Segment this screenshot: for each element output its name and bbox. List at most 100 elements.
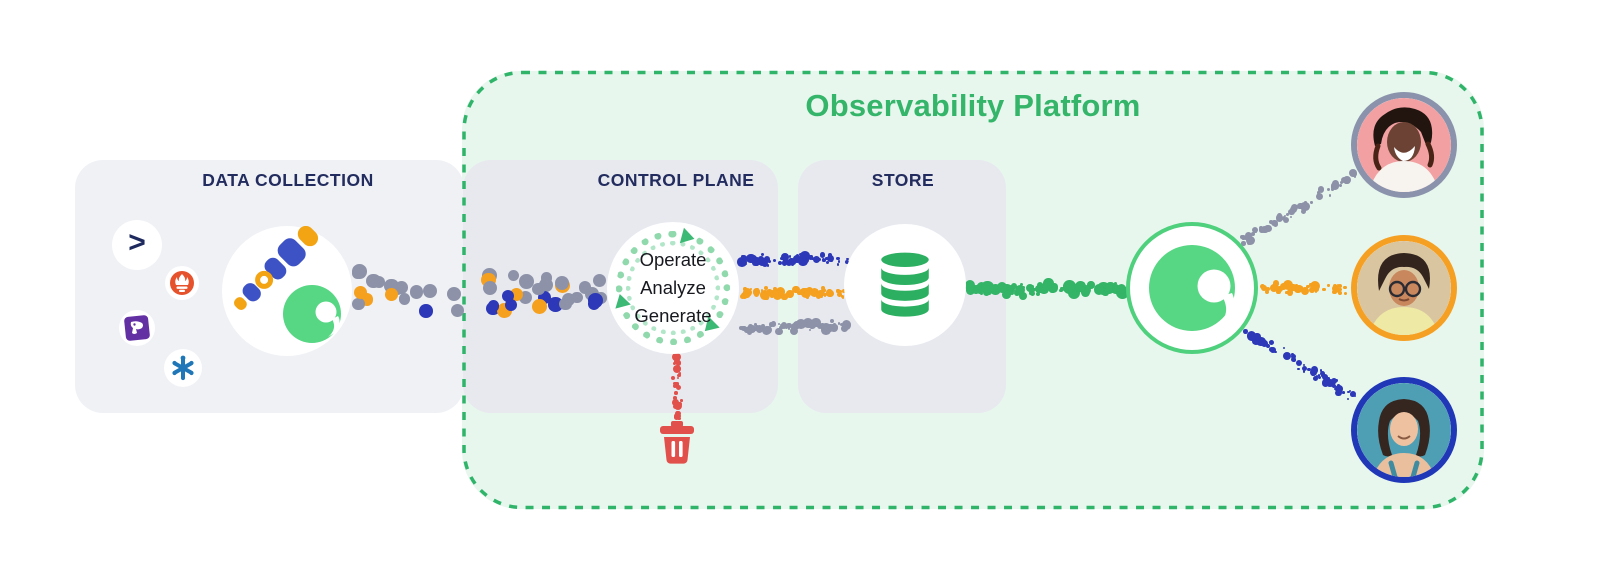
stream-dot [805, 294, 809, 297]
stream-dot [782, 294, 789, 300]
stream-dot [538, 277, 554, 293]
stream-dot [793, 327, 797, 330]
user-avatar-2 [1351, 235, 1457, 341]
stream-dot [791, 322, 799, 331]
stream-dot [1266, 344, 1269, 347]
stream-dot [779, 293, 783, 296]
stream-dot [1276, 289, 1281, 294]
stream-dot [761, 325, 772, 336]
stream-dot [764, 295, 770, 300]
stream-dot [1291, 353, 1294, 357]
stream-dot [1070, 284, 1078, 293]
stream-dot [1306, 284, 1311, 289]
stream-dot [677, 367, 680, 371]
stream-dot [1353, 394, 1357, 398]
stream-dot [1295, 284, 1298, 287]
stream-dot [777, 322, 780, 325]
stream-dot [1063, 281, 1076, 294]
stream-dot [770, 321, 777, 327]
stream-dot [1314, 289, 1318, 293]
stream-dot [1331, 186, 1334, 189]
recycle-arrows-icon [616, 231, 730, 345]
stream-dot [1346, 397, 1350, 401]
stream-dot [760, 325, 765, 330]
stream-dot [1295, 359, 1303, 366]
stream-dot [792, 257, 798, 262]
stream-dot [982, 288, 990, 296]
stream-dot [1319, 370, 1326, 377]
stream-dot [1272, 280, 1280, 287]
stream-dot [1102, 289, 1109, 296]
stream-dot [1339, 184, 1342, 187]
stream-dot [753, 291, 760, 297]
stream-dot [753, 328, 757, 332]
stream-dot [787, 291, 792, 296]
stream-dot [390, 283, 403, 296]
stream-dot [1350, 173, 1353, 177]
stream-dot [1281, 216, 1284, 220]
stream-dot [1297, 202, 1304, 210]
stream-dot [1348, 389, 1352, 393]
stream-dot [1288, 283, 1291, 287]
stream-dot [982, 285, 989, 292]
datadog-icon [124, 315, 150, 341]
stream-dot [793, 255, 802, 264]
stream-dot [1291, 284, 1294, 287]
stream-dot [674, 412, 681, 420]
stream-dot [1300, 201, 1310, 212]
stream-dot [353, 285, 368, 300]
stream-dot [793, 325, 797, 329]
stream-dot [674, 384, 678, 387]
stream-dot [795, 260, 799, 263]
stream-dot [1314, 376, 1318, 380]
stream-dot [763, 326, 772, 334]
stream-dot [1067, 289, 1074, 296]
stream-dot [837, 292, 843, 298]
stream-dot [532, 298, 547, 314]
stream-dot [819, 252, 826, 258]
collector-node [222, 225, 352, 356]
stream-dot [761, 260, 768, 267]
stream-dot [1335, 389, 1342, 396]
stream-dot [1260, 285, 1267, 292]
stream-dot [1258, 339, 1262, 343]
stream-dot [1284, 353, 1288, 357]
stream-dot [1289, 215, 1293, 219]
stream-dot [508, 270, 520, 282]
stream-dot [765, 329, 769, 333]
stream-dot [1006, 285, 1010, 289]
stream-dot [678, 372, 682, 375]
stream-dot [764, 285, 769, 291]
stream-dot [1017, 287, 1022, 293]
stream-dot [1254, 230, 1257, 233]
stream-dot [1010, 290, 1015, 295]
stream-dot [837, 322, 841, 325]
stream-dot [1310, 366, 1319, 375]
stream-dot [787, 327, 791, 330]
stream-dot [1331, 384, 1335, 388]
stream-dot [977, 281, 987, 291]
stream-dot [1101, 283, 1106, 288]
stream-dot [673, 401, 683, 411]
stream-dot [1331, 285, 1339, 293]
stream-dot [1116, 287, 1121, 292]
stream-dot [1319, 369, 1323, 373]
stream-dot [779, 326, 783, 330]
stream-dot [1011, 288, 1015, 292]
stream-dot [1006, 289, 1010, 293]
stream-dot [817, 258, 821, 262]
stream-dot [673, 381, 677, 385]
stream-dot [1299, 288, 1303, 291]
stream-dot [808, 321, 817, 330]
stream-dot [1320, 374, 1324, 377]
stream-dot [744, 262, 748, 266]
stream-dot [352, 298, 365, 311]
stream-dot [677, 373, 681, 378]
stream-dot [815, 289, 819, 292]
stream-dot [1347, 390, 1350, 394]
jack-asterisk-badge [164, 349, 202, 387]
stream-dot [1293, 288, 1297, 292]
stream-dot [1039, 285, 1049, 295]
stream-dot [1258, 227, 1265, 234]
